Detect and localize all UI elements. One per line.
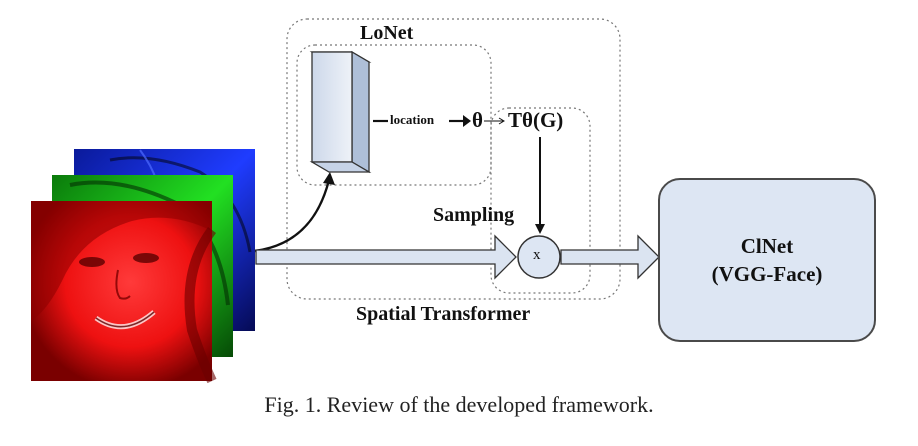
location-label: location <box>390 112 435 127</box>
lonet-label: LoNet <box>360 22 414 44</box>
clnet-box: ClNet (VGG-Face) <box>658 178 876 342</box>
multiply-symbol: x <box>533 247 541 263</box>
clnet-subtitle: (VGG-Face) <box>711 262 823 286</box>
figure-caption: Fig. 1. Review of the developed framewor… <box>264 392 654 417</box>
spatial-transformer-label: Spatial Transformer <box>356 303 531 325</box>
red-channel-image <box>31 201 217 384</box>
sampling-label: Sampling <box>433 204 515 226</box>
sampler-to-clnet-arrow <box>560 234 660 280</box>
clnet-title: ClNet <box>740 233 794 258</box>
transform-label: Tθ(G) <box>508 108 564 132</box>
theta-label: θ <box>472 108 483 132</box>
lonet-box <box>296 44 492 186</box>
sampling-multiply-node <box>517 235 561 279</box>
input-to-lonet-arrow <box>254 172 335 253</box>
spatial-transformer-box <box>286 18 621 300</box>
input-to-sampler-arrow <box>255 234 517 280</box>
grid-arrow <box>535 137 545 234</box>
theta-arrow <box>484 117 505 125</box>
lonet-feature-block <box>309 50 372 174</box>
location-arrow <box>449 115 471 127</box>
sampling-box <box>490 107 591 294</box>
